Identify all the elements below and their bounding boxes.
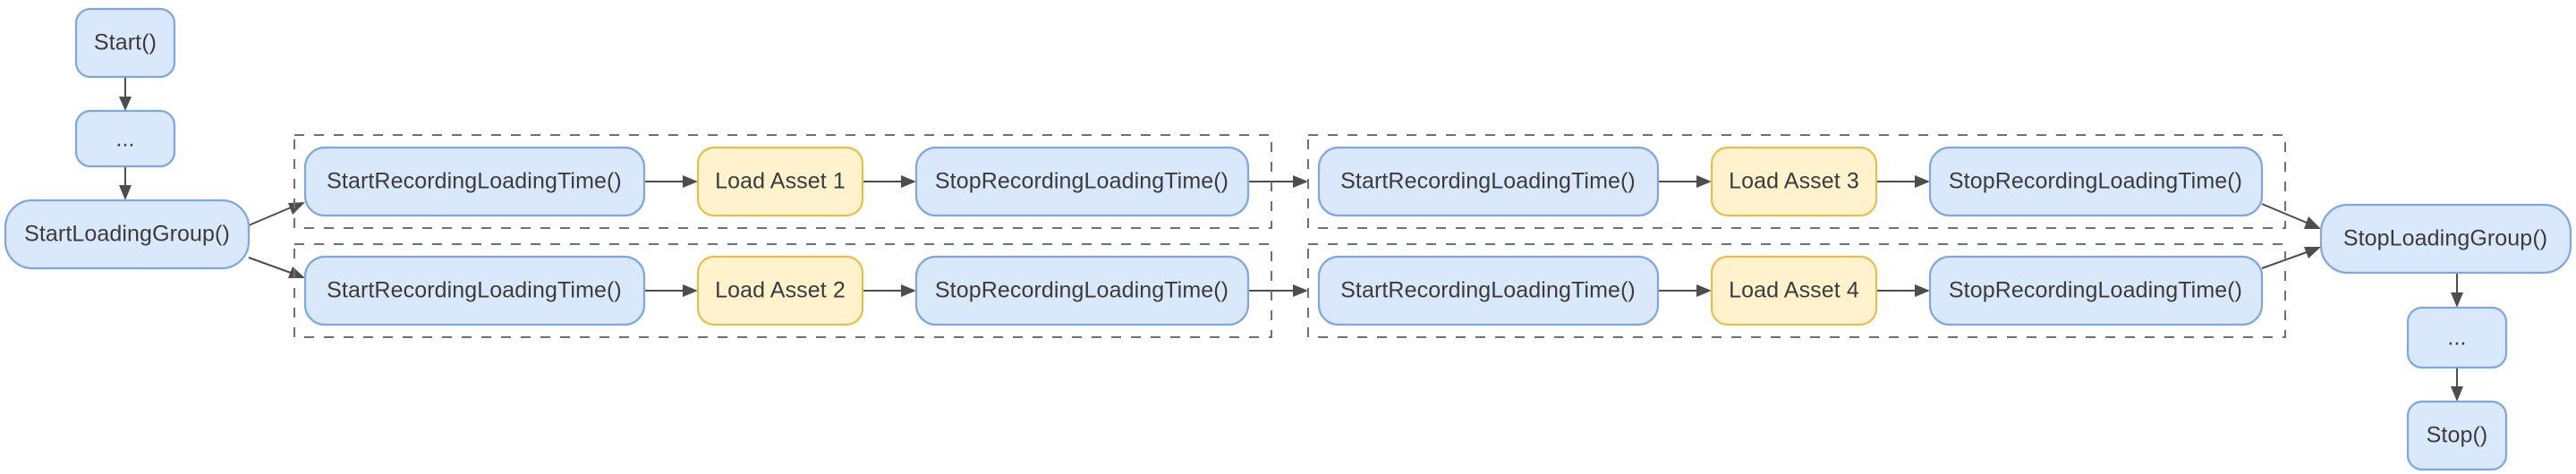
edge-start-to-ellipsis — [119, 77, 132, 111]
node-g1-l2-asset[interactable]: Load Asset 2 — [696, 255, 864, 326]
group-1-lane-1-box — [293, 134, 1272, 229]
node-stop-loading-group-shape[interactable] — [2319, 203, 2572, 275]
node-g1-l1-stop-rec[interactable]: StopRecordingLoadingTime() — [914, 146, 1250, 217]
edge-g1-l2-stoprec-to-g2-l2-startrec — [1248, 284, 1308, 297]
node-g1-l1-asset-shape[interactable] — [696, 146, 864, 217]
edge-g2-l1-stoprec-to-stoploadinggroup — [2261, 203, 2321, 229]
node-start-loading-group[interactable]: StartLoadingGroup() — [4, 199, 251, 270]
node-g2-l1-start-rec[interactable]: StartRecordingLoadingTime() — [1317, 146, 1660, 217]
edge-g2-l1-startrec-to-asset — [1658, 175, 1712, 188]
node-start-shape[interactable] — [74, 7, 176, 79]
node-ellipsis-pre[interactable]: ... — [74, 109, 176, 168]
edge-g1-l1-asset-to-stoprec — [863, 175, 916, 188]
node-g2-l1-asset[interactable]: Load Asset 3 — [1710, 146, 1878, 217]
node-g2-l1-start-rec-shape[interactable] — [1317, 146, 1660, 217]
edge-g2-l2-startrec-to-asset — [1658, 284, 1712, 297]
node-g2-l1-stop-rec-shape[interactable] — [1928, 146, 2264, 217]
node-g2-l2-start-rec-shape[interactable] — [1317, 255, 1660, 326]
node-g1-l1-start-rec-shape[interactable] — [303, 146, 646, 217]
node-g2-l2-stop-rec-shape[interactable] — [1928, 255, 2264, 326]
edge-startloadinggroup-to-g1-lane2 — [248, 257, 305, 278]
node-g1-l2-start-rec[interactable]: StartRecordingLoadingTime() — [303, 255, 646, 326]
node-stop-shape[interactable] — [2406, 400, 2508, 471]
edge-g2-l1-asset-to-stoprec — [1876, 175, 1930, 188]
node-g1-l2-start-rec-shape[interactable] — [303, 255, 646, 326]
edge-g1-l2-startrec-to-asset — [644, 284, 698, 297]
node-g1-l2-stop-rec-shape[interactable] — [914, 255, 1250, 326]
node-ellipsis-post-shape[interactable] — [2406, 306, 2508, 369]
node-g2-l1-stop-rec[interactable]: StopRecordingLoadingTime() — [1928, 146, 2264, 217]
edges-layer — [119, 77, 2463, 402]
edge-ellipsis-to-stop — [2451, 368, 2463, 402]
group-1-lane-2-box — [293, 243, 1272, 338]
node-g1-l1-start-rec[interactable]: StartRecordingLoadingTime() — [303, 146, 646, 217]
node-g2-l2-asset-shape[interactable] — [1710, 255, 1878, 326]
edge-g1-l1-startrec-to-asset — [644, 175, 698, 188]
node-g1-l1-stop-rec-shape[interactable] — [914, 146, 1250, 217]
edge-stoploadinggroup-to-ellipsis — [2451, 273, 2463, 308]
node-g1-l2-asset-shape[interactable] — [696, 255, 864, 326]
node-g1-l1-asset[interactable]: Load Asset 1 — [696, 146, 864, 217]
node-stop-loading-group[interactable]: StopLoadingGroup() — [2319, 203, 2572, 275]
edge-g1-l2-asset-to-stoprec — [863, 284, 916, 297]
node-ellipsis-post[interactable]: ... — [2406, 306, 2508, 369]
group-2-lane-2-box — [1307, 243, 2286, 338]
node-start[interactable]: Start() — [74, 7, 176, 79]
node-ellipsis-pre-shape[interactable] — [74, 109, 176, 168]
node-g1-l2-stop-rec[interactable]: StopRecordingLoadingTime() — [914, 255, 1250, 326]
node-g2-l1-asset-shape[interactable] — [1710, 146, 1878, 217]
edge-g2-l2-stoprec-to-stoploadinggroup — [2261, 247, 2321, 269]
group-containers-layer — [293, 134, 2286, 338]
node-g2-l2-asset[interactable]: Load Asset 4 — [1710, 255, 1878, 326]
edge-g2-l2-asset-to-stoprec — [1876, 284, 1930, 297]
node-stop[interactable]: Stop() — [2406, 400, 2508, 471]
node-g2-l2-start-rec[interactable]: StartRecordingLoadingTime() — [1317, 255, 1660, 326]
edge-g1-l1-stoprec-to-g2-l1-startrec — [1248, 175, 1308, 188]
edge-ellipsis-to-startloadinggroup — [119, 166, 132, 200]
edge-startloadinggroup-to-g1-lane1 — [248, 202, 305, 226]
node-start-loading-group-shape[interactable] — [4, 199, 251, 270]
node-g2-l2-stop-rec[interactable]: StopRecordingLoadingTime() — [1928, 255, 2264, 326]
group-2-lane-1-box — [1307, 134, 2286, 229]
